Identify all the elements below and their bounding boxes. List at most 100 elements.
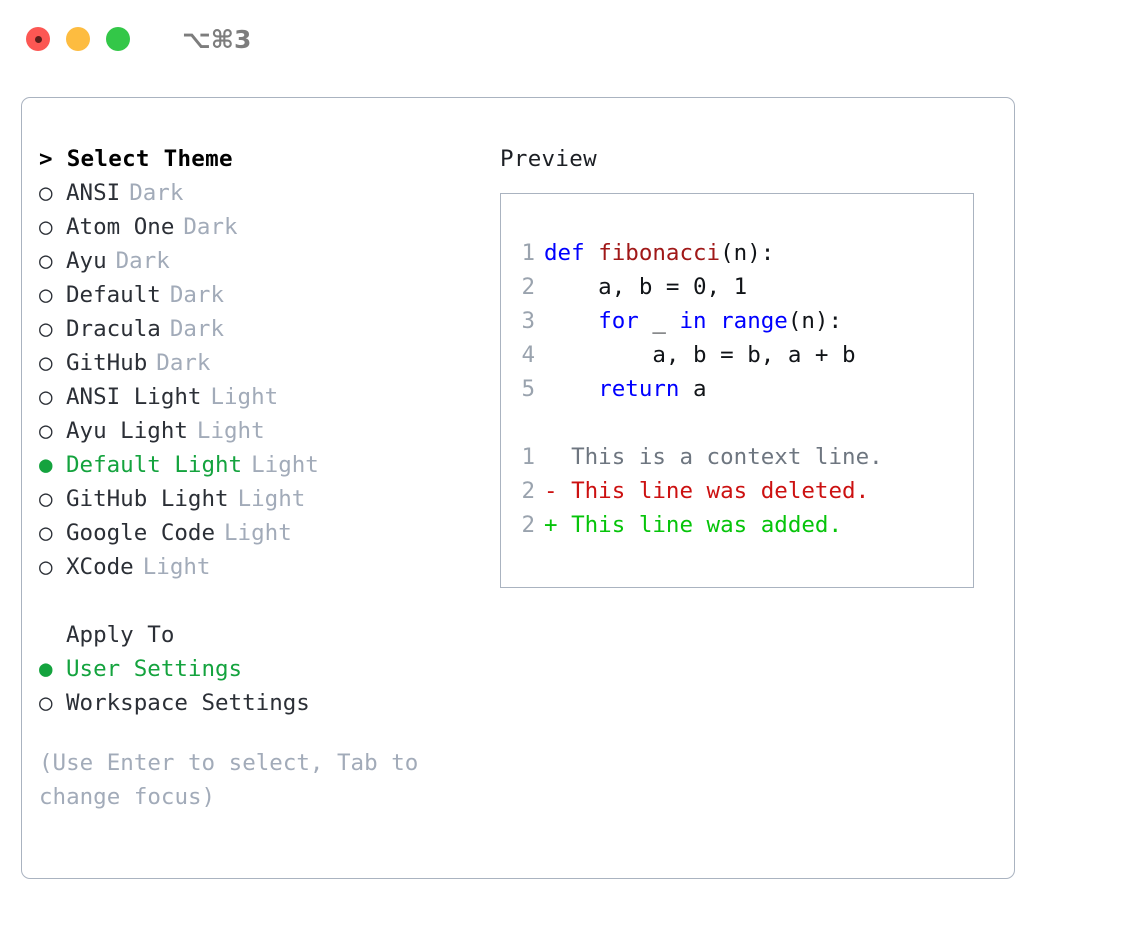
theme-list-item[interactable]: ○ XCode Light [39, 554, 479, 588]
code-line: 2 a, b = 0, 1 [513, 270, 883, 304]
theme-list-item[interactable]: ○ Ayu Dark [39, 248, 479, 282]
theme-category-tag: Light [210, 384, 279, 410]
list-spacer [39, 588, 479, 622]
radio-unselected-icon[interactable]: ○ [39, 180, 53, 206]
code-line: 4 a, b = b, a + b [513, 338, 883, 372]
code-token: _ [652, 308, 680, 334]
theme-list-item[interactable]: ○ Dracula Dark [39, 316, 479, 350]
radio-unselected-icon[interactable]: ○ [39, 214, 53, 240]
theme-name: Default [66, 282, 161, 308]
code-line-number: 1 [521, 240, 535, 266]
theme-name: Google Code [66, 520, 216, 546]
theme-list-item[interactable]: ○ ANSI Light Light [39, 384, 479, 418]
radio-unselected-icon[interactable]: ○ [39, 486, 53, 512]
zoom-button[interactable] [106, 27, 130, 51]
code-token [544, 308, 598, 334]
code-line: 1 def fibonacci(n): [513, 236, 883, 270]
radio-unselected-icon[interactable]: ○ [39, 248, 53, 274]
diff-line-number: 1 [521, 444, 535, 470]
code-token: (n): [720, 240, 775, 266]
radio-unselected-icon[interactable]: ○ [39, 350, 53, 376]
diff-marker [544, 444, 571, 470]
radio-unselected-icon[interactable]: ○ [39, 316, 53, 342]
radio-unselected-icon[interactable]: ○ [39, 554, 53, 580]
code-token: a, b = 0, 1 [544, 274, 748, 300]
theme-name: Default Light [66, 452, 243, 478]
apply-to-header: Apply To [39, 622, 479, 656]
theme-name: Atom One [66, 214, 175, 240]
theme-name: ANSI Light [66, 384, 202, 410]
diff-line: 2+ This line was added. [513, 508, 883, 542]
code-token: a, b = b, a + b [544, 342, 856, 368]
apply-to-item[interactable]: ● User Settings [39, 656, 479, 690]
apply-to-header-label: Apply To [66, 622, 175, 648]
radio-selected-icon[interactable]: ● [39, 656, 53, 682]
radio-unselected-icon[interactable]: ○ [39, 282, 53, 308]
theme-name: Dracula [66, 316, 161, 342]
theme-list-item[interactable]: ○ ANSI Dark [39, 180, 479, 214]
theme-list-item[interactable]: ○ Default Dark [39, 282, 479, 316]
theme-name: ANSI [66, 180, 121, 206]
theme-name: GitHub Light [66, 486, 229, 512]
theme-list-item[interactable]: ○ Google Code Light [39, 520, 479, 554]
radio-unselected-icon[interactable]: ○ [39, 384, 53, 410]
select-theme-header: > Select Theme [39, 146, 479, 180]
diff-line: 1 This is a context line. [513, 440, 883, 474]
theme-list-item[interactable]: ○ Ayu Light Light [39, 418, 479, 452]
theme-category-tag: Light [224, 520, 292, 546]
minimize-button[interactable] [66, 27, 90, 51]
preview-label: Preview [500, 146, 597, 172]
theme-name: Ayu [66, 248, 107, 274]
theme-category-tag: Light [142, 554, 211, 580]
diff-line: 2- This line was deleted. [513, 474, 883, 508]
theme-category-tag: Dark [156, 350, 211, 376]
keyboard-shortcut-label: ⌥⌘3 [182, 24, 252, 54]
theme-category-tag: Dark [169, 316, 225, 342]
radio-unselected-icon[interactable]: ○ [39, 520, 53, 546]
theme-category-tag: Light [196, 418, 265, 444]
theme-category-tag: Dark [169, 282, 225, 308]
code-token: for [598, 308, 653, 334]
diff-text: This is a context line. [571, 444, 883, 470]
code-token: return [598, 376, 694, 402]
radio-selected-icon[interactable]: ● [39, 452, 53, 478]
code-token: range [720, 308, 788, 334]
theme-list-item[interactable]: ○ GitHub Light Light [39, 486, 479, 520]
close-button[interactable] [26, 27, 50, 51]
code-blank-line [513, 406, 883, 440]
radio-unselected-icon[interactable]: ○ [39, 690, 53, 716]
theme-name: GitHub [66, 350, 148, 376]
diff-text: This line was deleted. [571, 478, 870, 504]
code-token: a [693, 376, 707, 402]
apply-to-item[interactable]: ○Workspace Settings [39, 690, 479, 724]
diff-text: This line was added. [571, 512, 843, 538]
theme-category-tag: Dark [129, 180, 184, 206]
code-token: def [544, 240, 599, 266]
radio-unselected-icon[interactable]: ○ [39, 418, 53, 444]
code-line: 3 for _ in range(n): [513, 304, 883, 338]
code-token [544, 376, 598, 402]
diff-marker: - [544, 478, 572, 504]
theme-category-tag: Dark [115, 248, 170, 274]
theme-category-tag: Light [237, 486, 306, 512]
apply-to-label: User Settings [66, 656, 243, 682]
code-token: (n): [787, 308, 843, 334]
keyboard-hint: (Use Enter to select, Tab to change focu… [39, 750, 419, 810]
theme-name: Ayu Light [66, 418, 188, 444]
code-token: fibonacci [598, 240, 721, 266]
code-token: in [679, 308, 721, 334]
theme-list-item[interactable]: ○ GitHub Dark [39, 350, 479, 384]
title-bar: ⌥⌘3 [0, 0, 1140, 78]
code-line-number: 2 [521, 274, 535, 300]
theme-name: XCode [66, 554, 134, 580]
apply-to-list: ● User Settings ○Workspace Settings [39, 656, 479, 724]
select-theme-header-label: > Select Theme [39, 146, 233, 172]
